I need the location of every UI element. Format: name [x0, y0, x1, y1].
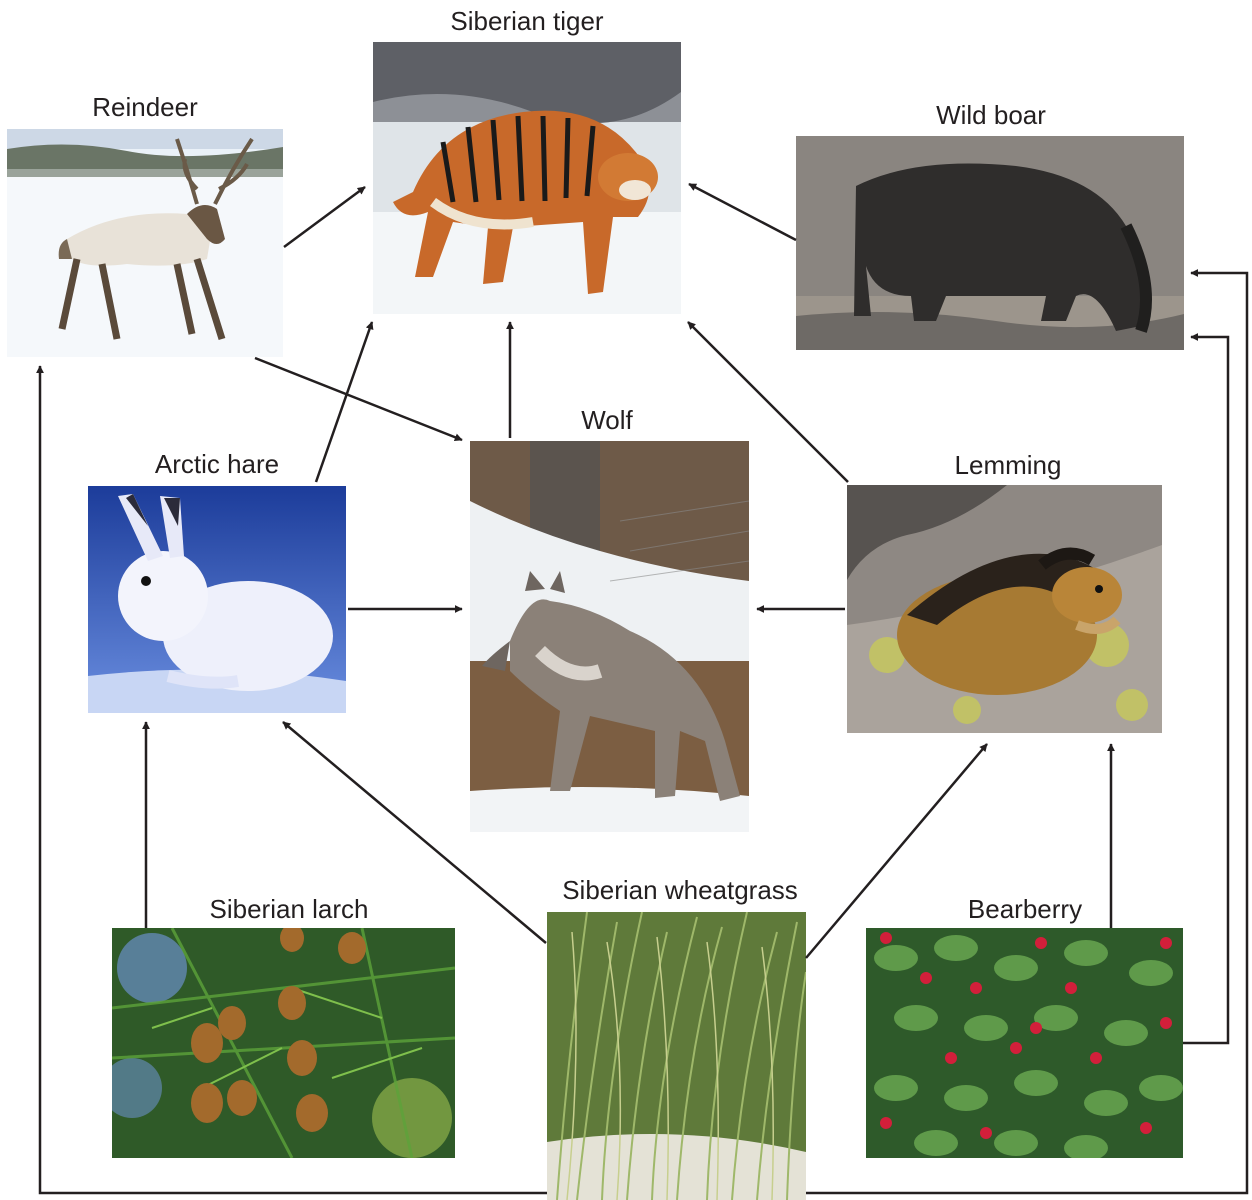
- larch-photo: [112, 928, 455, 1158]
- reindeer-photo: [7, 129, 283, 357]
- label-lemming: Lemming: [954, 450, 1062, 480]
- arrow-wheatgrass-to-hare: [282, 721, 547, 944]
- arrow-bearberry-to-boar: [1183, 333, 1230, 1045]
- label-reindeer: Reindeer: [92, 92, 198, 122]
- tiger-photo: [373, 42, 681, 314]
- wheatgrass-photo: [547, 912, 806, 1200]
- arrow-wheatgrass-to-lemming: [805, 743, 988, 959]
- label-wolf: Wolf: [581, 405, 633, 435]
- label-siberian-larch: Siberian larch: [209, 894, 369, 924]
- arrow-wheatgrass-to-boar: [806, 269, 1249, 1195]
- bearberry-photo: [866, 928, 1183, 1158]
- hare-photo: [88, 486, 346, 713]
- label-wild-boar: Wild boar: [936, 100, 1046, 130]
- label-arctic-hare: Arctic hare: [154, 449, 280, 479]
- arrow-lemming-to-tiger: [687, 321, 849, 483]
- label-siberian-tiger: Siberian tiger: [450, 6, 604, 36]
- label-bearberry: Bearberry: [967, 894, 1083, 924]
- arrow-reindeer-to-wolf: [254, 356, 463, 442]
- lemming-photo: [847, 485, 1162, 733]
- arrow-wheatgrass-to-reindeer: [36, 365, 547, 1195]
- wolf-photo: [470, 441, 749, 832]
- arrow-boar-to-tiger: [688, 182, 797, 242]
- arrow-hare-to-tiger: [314, 321, 374, 483]
- label-siberian-wheatgrass: Siberian wheatgrass: [562, 875, 798, 905]
- boar-photo: [796, 136, 1184, 350]
- arrow-reindeer-to-tiger: [283, 185, 366, 249]
